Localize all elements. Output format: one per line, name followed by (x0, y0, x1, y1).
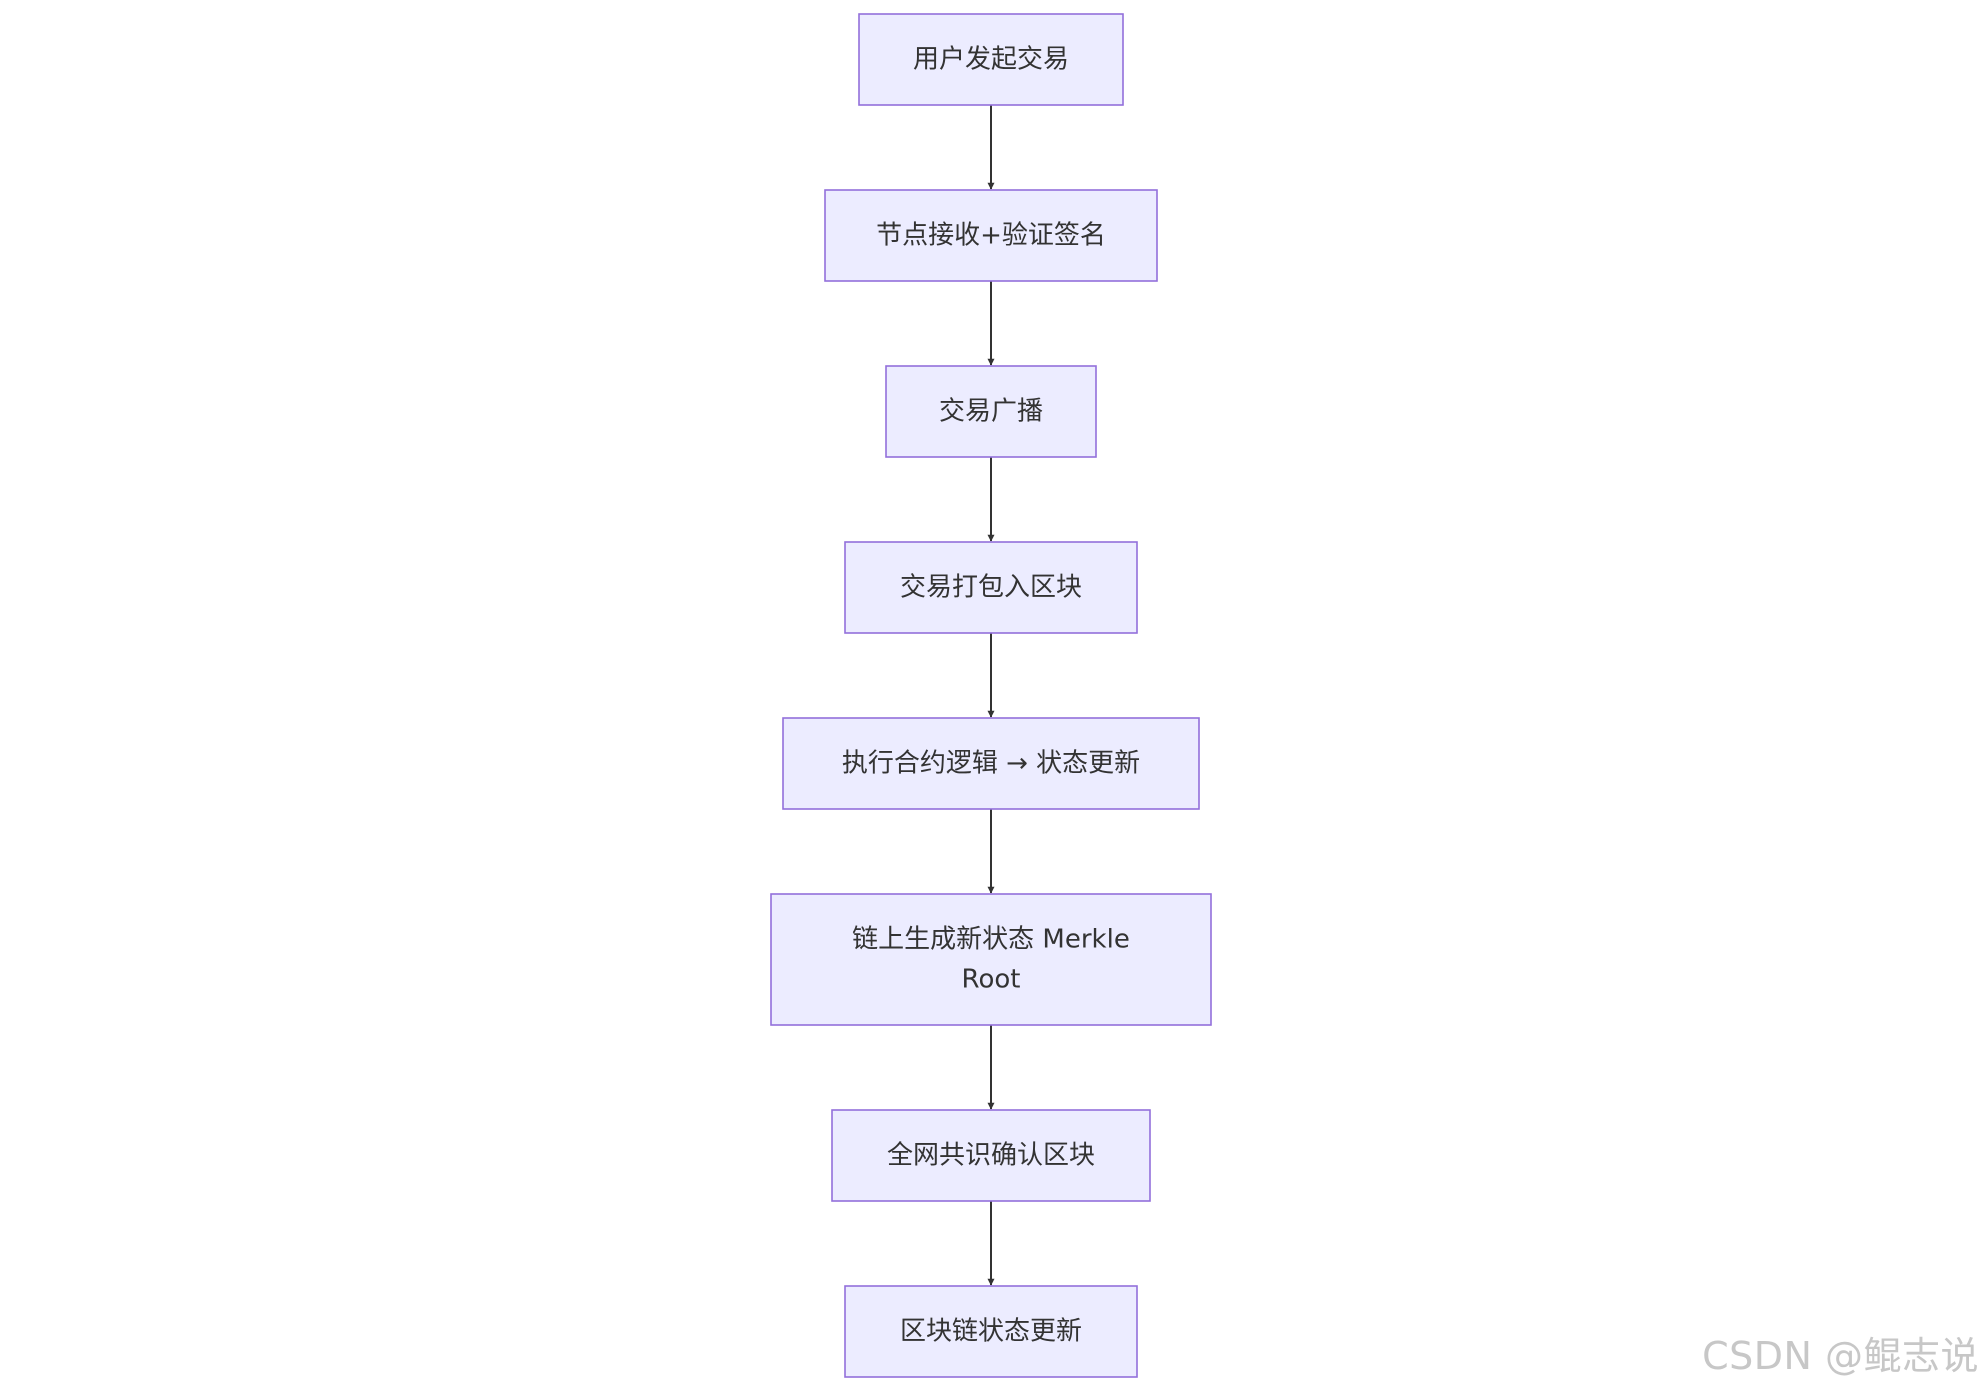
node-n1: 用户发起交易 (858, 13, 1124, 106)
node-n7: 全网共识确认区块 (831, 1109, 1151, 1202)
node-label: 交易打包入区块 (900, 573, 1082, 603)
node-label: 执行合约逻辑 → 状态更新 (842, 749, 1140, 779)
node-n4: 交易打包入区块 (844, 541, 1138, 634)
node-box (858, 13, 1124, 106)
watermark-text: CSDN @鲲志说 (1702, 1334, 1979, 1378)
node-label: 节点接收+验证签名 (876, 221, 1106, 251)
node-label: 交易广播 (939, 397, 1043, 427)
node-label: 用户发起交易 (913, 45, 1069, 75)
node-label: 链上生成新状态 Merkle (852, 925, 1130, 955)
node-box (782, 717, 1200, 810)
node-n5: 执行合约逻辑 → 状态更新 (782, 717, 1200, 810)
node-box (844, 1285, 1138, 1378)
node-n2: 节点接收+验证签名 (824, 189, 1158, 282)
node-box (770, 893, 1212, 1026)
node-label: 区块链状态更新 (900, 1317, 1082, 1347)
node-box (831, 1109, 1151, 1202)
node-box (844, 541, 1138, 634)
node-box (824, 189, 1158, 282)
node-label: 全网共识确认区块 (887, 1141, 1095, 1171)
node-label: Root (962, 965, 1021, 995)
node-box (885, 365, 1097, 458)
node-n8: 区块链状态更新 (844, 1285, 1138, 1378)
node-n3: 交易广播 (885, 365, 1097, 458)
